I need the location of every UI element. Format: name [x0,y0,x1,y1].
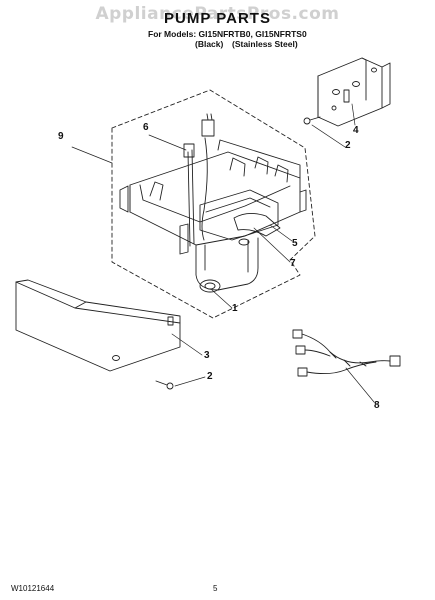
page-number: 5 [213,584,218,593]
screw-top [303,116,321,125]
callout-5: 5 [292,238,298,249]
callout-7: 7 [290,258,296,269]
leader-lines [71,103,375,403]
callout-2-top: 2 [345,140,351,151]
cover-panel [15,279,181,372]
callout-1: 1 [232,303,238,314]
variant-stainless-label: (Stainless Steel) [232,39,298,49]
callout-2-bottom: 2 [207,371,213,382]
variant-black-label: (Black) [195,39,224,49]
wire-harness [292,329,401,377]
mounting-bracket [317,57,391,127]
callout-3: 3 [204,350,210,361]
callout-6: 6 [143,122,149,133]
page-title: PUMP PARTS [164,10,271,27]
pump-motor [179,223,259,293]
watermark: AppliancePartsPros.com [95,4,340,24]
pump-housing [119,139,307,246]
callout-9: 9 [58,131,64,142]
assembly-dashed-outline [111,89,316,319]
callout-8: 8 [374,400,380,411]
callout-4: 4 [353,125,359,136]
pump-wire [183,113,215,247]
screw-bottom [155,380,174,390]
document-code: W10121644 [11,584,55,593]
models-line: For Models: GI15NFRTB0, GI15NFRTS0 [148,29,307,39]
